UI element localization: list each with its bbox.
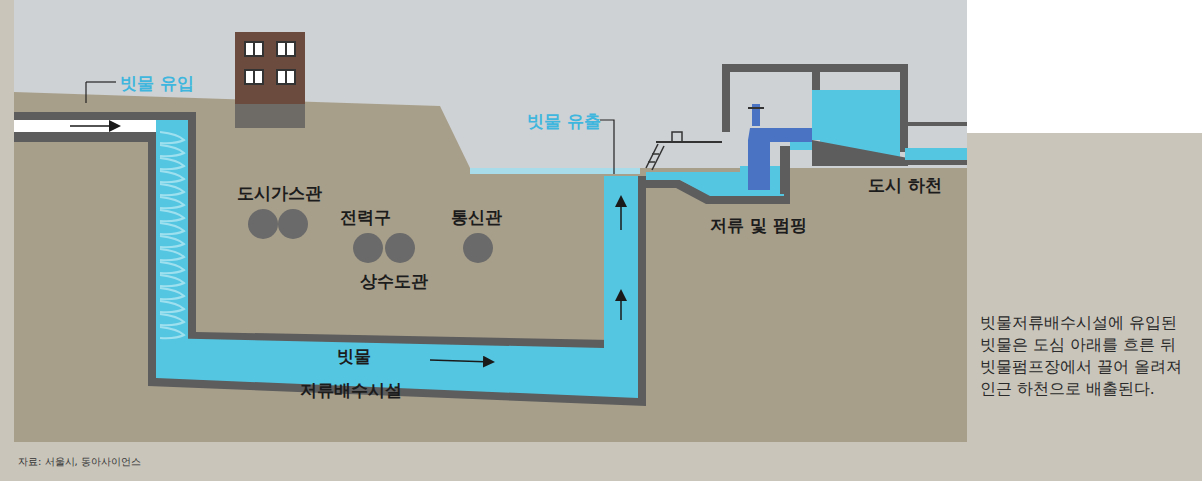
outflow-label: 빗물 유출 bbox=[527, 110, 601, 133]
ground bbox=[14, 92, 967, 442]
source-note: 자료: 서울시, 동아사이언스 bbox=[18, 455, 141, 469]
caption: 빗물저류배수시설에 유입된 빗물은 도심 아래를 흐른 뒤 빗물펌프장에서 끌어… bbox=[980, 312, 1190, 400]
flow-arrows bbox=[70, 126, 621, 362]
spiral-chute bbox=[160, 132, 184, 338]
pipe-label: 전력구 bbox=[340, 206, 391, 229]
pipe-label: 상수도관 bbox=[360, 270, 428, 293]
pipe-label: 도시가스관 bbox=[237, 182, 322, 205]
pumping-station bbox=[640, 64, 967, 204]
tunnel-label: 저류배수시설 bbox=[300, 379, 402, 402]
drainage-structure bbox=[14, 112, 646, 406]
blank-panel bbox=[967, 0, 1202, 133]
station-label: 저류 및 펌핑 bbox=[710, 214, 807, 237]
tunnel-label: 빗물 bbox=[337, 345, 371, 368]
building bbox=[235, 32, 305, 128]
pipe-label: 통신관 bbox=[451, 206, 502, 229]
inflow-label: 빗물 유입 bbox=[120, 72, 194, 95]
leader-lines bbox=[86, 82, 614, 174]
river-label: 도시 하천 bbox=[868, 174, 942, 197]
sky bbox=[14, 0, 967, 442]
